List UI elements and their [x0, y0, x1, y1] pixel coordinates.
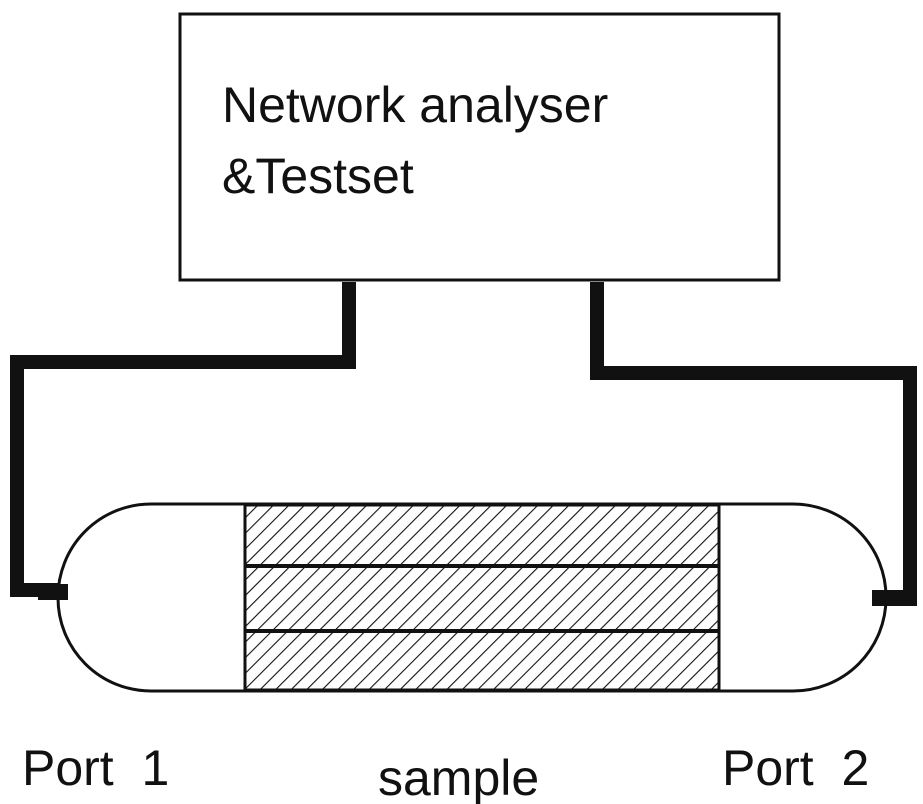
network-analyser-title: Network analyser: [222, 77, 608, 133]
testset-title: &Testset: [222, 148, 414, 204]
port1-label: Port 1: [22, 740, 169, 796]
sample-holder: [56, 502, 888, 693]
port2-label: Port 2: [722, 740, 869, 796]
sample-hatched-region: [243, 503, 721, 692]
network-analyser-box: Network analyser &Testset: [178, 12, 781, 282]
port2-connector: [872, 590, 916, 606]
port1-cable: [10, 282, 356, 597]
sample-label: sample: [378, 750, 539, 804]
network-analyser-frame: [178, 12, 781, 282]
port1-connector: [38, 584, 68, 600]
